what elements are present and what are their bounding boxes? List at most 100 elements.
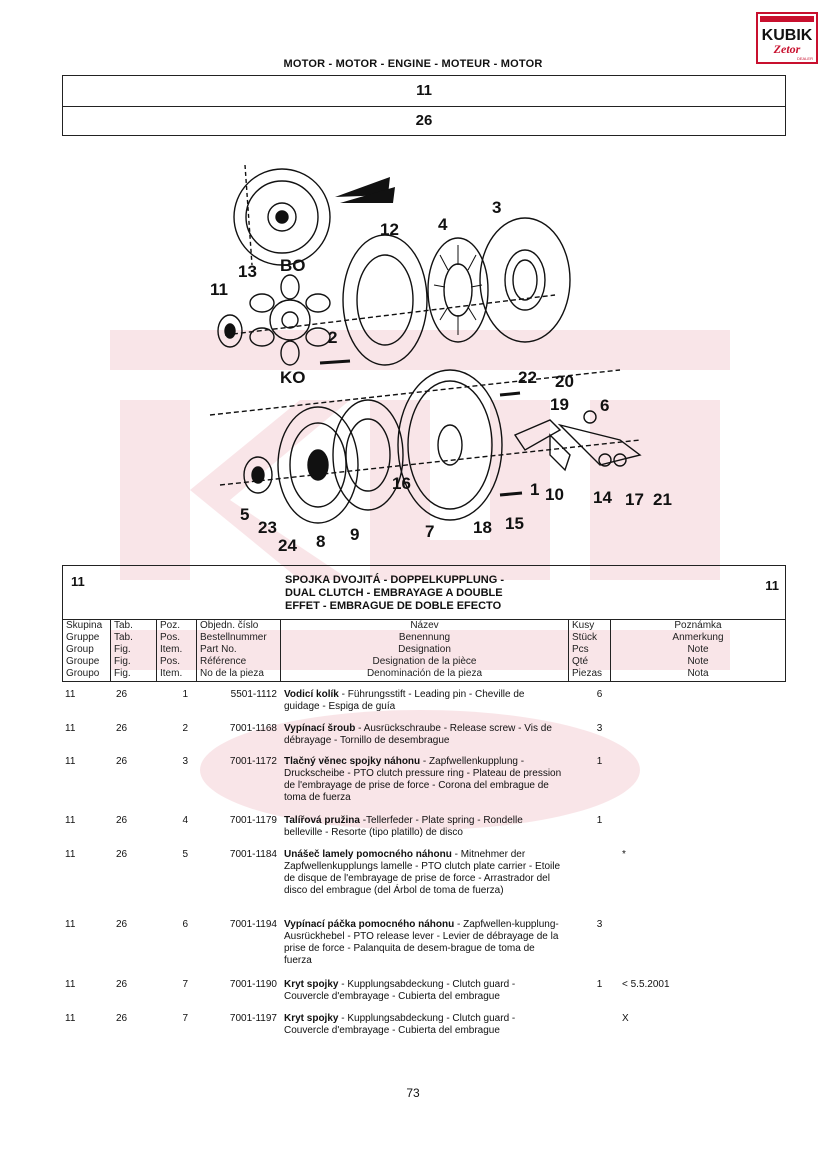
cell-group: 11: [65, 756, 76, 767]
cell-group: 11: [65, 919, 76, 930]
table-figure-number: 11: [765, 578, 779, 593]
cell-figure: 26: [116, 1013, 128, 1024]
ko-plate-carrier: [249, 274, 331, 366]
cell-position: 7: [182, 1013, 188, 1024]
callout-11: 11: [210, 280, 228, 299]
callout-1: 1: [530, 480, 539, 499]
cell-group: 11: [65, 723, 76, 734]
cell-quantity: 3: [596, 919, 603, 930]
designation-czech: Talířová pružina: [284, 815, 360, 826]
cell-quantity: 1: [596, 756, 603, 767]
callout-6: 6: [600, 396, 609, 415]
designation-translations: - Zapfwellenkupplung - Druckscheibe - PT…: [284, 756, 562, 803]
cell-part-number: 7001-1179: [229, 815, 277, 826]
page-header-title: MOTOR - MOTOR - ENGINE - MOTEUR - MOTOR: [283, 58, 543, 70]
cell-figure: 26: [116, 756, 128, 767]
cell-group: 11: [65, 815, 76, 826]
callout-14: 14: [593, 488, 612, 507]
cell-figure: 26: [116, 849, 128, 860]
cell-part-number: 7001-1168: [229, 723, 277, 734]
parts-table-header: 11 11 SPOJKA DVOJITÁ - DOPPELKUPPLUNG - …: [62, 565, 786, 682]
bo-friction-disc: [233, 168, 331, 266]
figure-number: 26: [62, 106, 786, 136]
cell-group: 11: [65, 689, 76, 700]
designation-czech: Tlačný věnec spojky náhonu: [284, 756, 421, 767]
col-header-fig: Tab.Tab.Fig.Fig.Fig.: [111, 620, 157, 682]
cell-part-number: 7001-1184: [229, 849, 277, 860]
clutch-guard-7: [397, 369, 503, 521]
callout-4: 4: [438, 215, 448, 234]
cell-designation: Unášeč lamely pomocného náhonu - Mitnehm…: [284, 849, 562, 897]
cell-designation: Talířová pružina -Tellerfeder - Plate sp…: [284, 815, 562, 839]
cell-quantity: 1: [596, 815, 603, 826]
cell-part-number: 7001-1172: [229, 756, 277, 767]
table-group-number: 11: [71, 574, 85, 589]
cell-note: < 5.5.2001: [622, 979, 670, 990]
cell-position: 2: [182, 723, 188, 734]
page-number: 73: [406, 1086, 420, 1100]
callout-7: 7: [425, 522, 434, 541]
designation-czech: Vodicí kolík: [284, 689, 339, 700]
callout-5: 5: [240, 505, 249, 524]
col-header-pos: Poz.Pos.Item.Pos.Item.: [157, 620, 197, 682]
cell-designation: Vypínací páčka pomocného náhonu - Zapfwe…: [284, 919, 562, 967]
designation-translations: - Ausrückschraube - Release screw - Vis …: [284, 723, 552, 746]
designation-translations: -Tellerfeder - Plate spring - Rondelle b…: [284, 815, 523, 838]
cell-part-number: 5501-1112: [230, 689, 277, 700]
group-number: 11: [62, 75, 786, 106]
cell-designation: Kryt spojky - Kupplungsabdeckung - Clutc…: [284, 979, 562, 1003]
cell-group: 11: [65, 1013, 76, 1024]
callout-23: 23: [258, 518, 277, 537]
clutch-exploded-diagram: 1 2 3 4 5 6 7 8 9 10 11 12 13 14 15 16 1…: [209, 164, 672, 555]
designation-translations: - Führungsstift - Leading pin - Cheville…: [284, 689, 525, 712]
cell-part-number: 7001-1197: [229, 1013, 277, 1024]
cell-note: *: [622, 849, 626, 860]
callout-8: 8: [316, 532, 325, 551]
cell-position: 6: [182, 919, 188, 930]
cell-figure: 26: [116, 815, 128, 826]
cell-designation: Vodicí kolík - Führungsstift - Leading p…: [284, 689, 562, 713]
cell-designation: Kryt spojky - Kupplungsabdeckung - Clutc…: [284, 1013, 562, 1037]
table-title: SPOJKA DVOJITÁ - DOPPELKUPPLUNG - DUAL C…: [285, 574, 505, 612]
friction-disc-8: [277, 406, 359, 524]
designation-translations: - Kupplungsabdeckung - Clutch guard - Co…: [284, 1013, 516, 1036]
callout-13: 13: [238, 262, 257, 281]
cell-position: 3: [182, 756, 188, 767]
designation-czech: Kryt spojky: [284, 1013, 339, 1024]
cell-position: 4: [182, 815, 188, 826]
logo-brand: KUBIK: [762, 27, 813, 44]
callout-20: 20: [555, 372, 574, 391]
cell-position: 5: [182, 849, 188, 860]
cell-quantity: 6: [596, 689, 603, 700]
callout-17: 17: [625, 490, 644, 509]
designation-translations: - Kupplungsabdeckung - Clutch guard - Co…: [284, 979, 516, 1002]
cell-note: X: [622, 1013, 629, 1024]
cell-position: 1: [182, 689, 188, 700]
designation-czech: Vypínací páčka pomocného náhonu: [284, 919, 455, 930]
label-ko: KO: [280, 368, 306, 387]
cell-figure: 26: [116, 919, 128, 930]
callout-10: 10: [545, 485, 564, 504]
callout-19: 19: [550, 395, 569, 414]
cell-part-number: 7001-1190: [229, 979, 277, 990]
cell-designation: Tlačný věnec spojky náhonu - Zapfwellenk…: [284, 756, 562, 804]
cell-part-number: 7001-1194: [229, 919, 277, 930]
label-bo: BO: [280, 256, 306, 275]
logo-tag: DEALER: [797, 56, 813, 61]
callout-12: 12: [380, 220, 399, 239]
designation-translations: - Zapfwellen-kupplung-Ausrückhebel - PTO…: [284, 919, 559, 966]
cell-position: 7: [182, 979, 188, 990]
callout-16: 16: [392, 474, 411, 493]
designation-czech: Kryt spojky: [284, 979, 339, 990]
designation-czech: Vypínací šroub: [284, 723, 356, 734]
callout-2: 2: [328, 328, 337, 347]
cell-designation: Vypínací šroub - Ausrückschraube - Relea…: [284, 723, 562, 747]
cell-figure: 26: [116, 689, 128, 700]
callout-24: 24: [278, 536, 297, 555]
cell-group: 11: [65, 849, 76, 860]
